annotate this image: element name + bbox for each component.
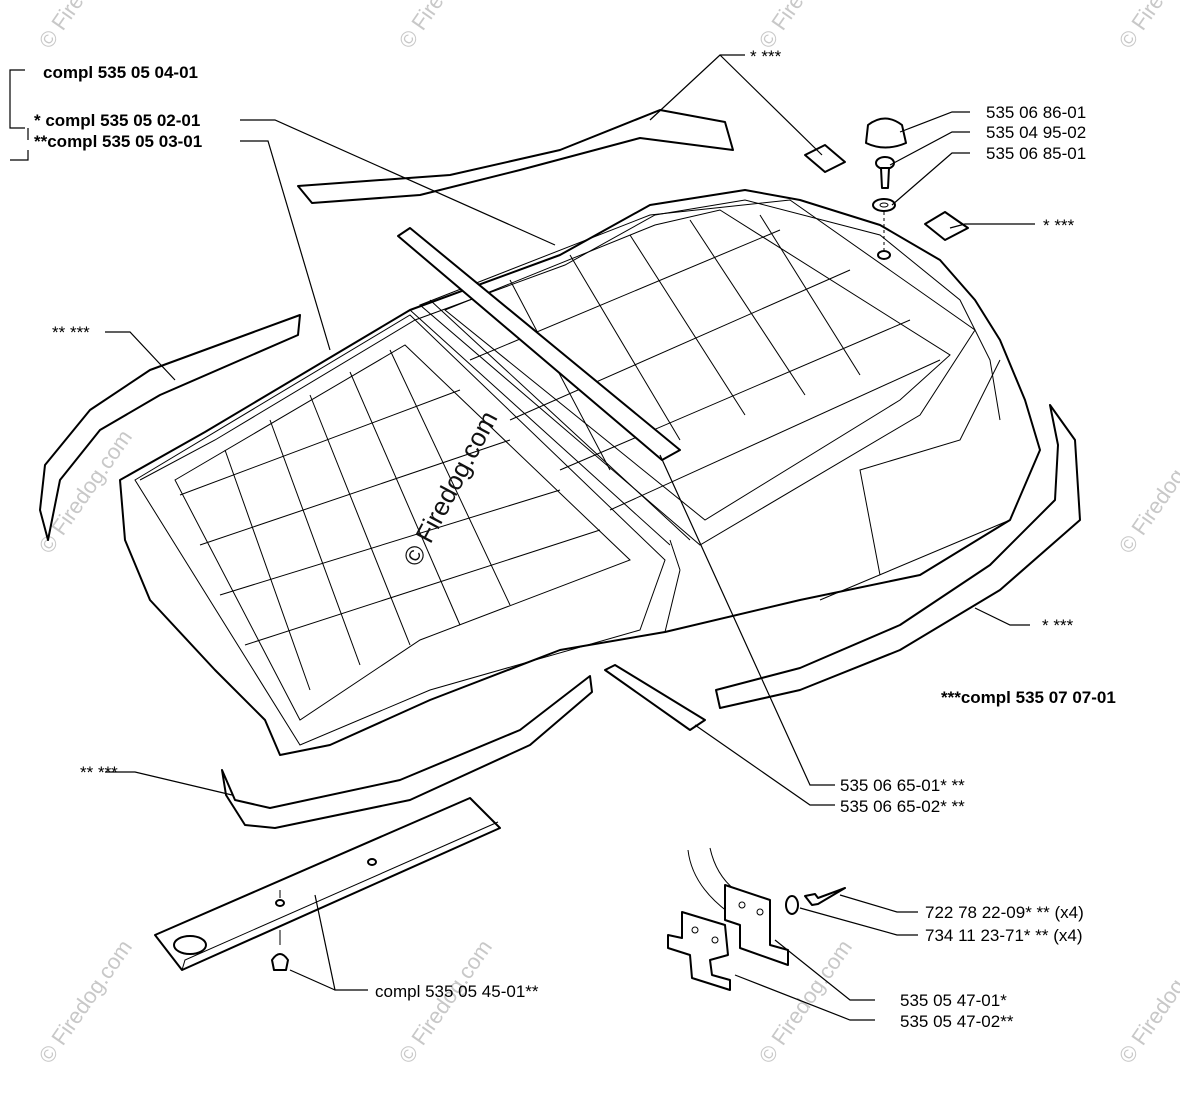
trim-strip-left-upper: [39, 314, 301, 541]
label-compl-535-05-03-01: **compl 535 05 03-01: [34, 132, 202, 151]
knob-assembly: [865, 117, 907, 260]
watermark: © Firedog.com: [34, 935, 137, 1068]
label-ref-right-mid: * ***: [1042, 616, 1074, 635]
label-734-11-23-71: 734 11 23-71* ** (x4): [925, 926, 1083, 945]
bracket-front: [724, 884, 789, 966]
knob-washer: [872, 198, 896, 212]
knob-bolt-shank: [880, 167, 890, 189]
seat-shell: [119, 189, 1041, 756]
leader-lines: [9, 54, 1035, 1021]
knob-hole: [877, 250, 891, 260]
label-ref-left-upper: ** ***: [52, 323, 90, 342]
label-535-06-65-01: 535 06 65-01* **: [840, 776, 965, 795]
trim-strips: [39, 109, 1081, 829]
watermark: © Firedog.com: [1114, 935, 1180, 1068]
label-compl-535-07-07-01: ***compl 535 07 07-01: [941, 688, 1116, 707]
center-strip: [397, 227, 681, 461]
watermark: © Firedog.com: [34, 0, 137, 53]
bracket-assembly: [667, 847, 846, 991]
watermark: © Firedog.com: [1114, 0, 1180, 53]
label-535-06-65-02: 535 06 65-02* **: [840, 797, 965, 816]
trim-strip-small: [604, 664, 706, 731]
left-cushion-outline: [134, 314, 666, 746]
bracket-seat-edge-2: [709, 847, 736, 891]
label-535-05-47-01: 535 05 47-01*: [900, 991, 1007, 1010]
label-compl-535-05-45-01: compl 535 05 45-01**: [375, 982, 539, 1001]
label-722-78-22-09: 722 78 22-09* ** (x4): [925, 903, 1084, 922]
label-535-04-95-02: 535 04 95-02: [986, 123, 1086, 142]
sticker-square-top: [804, 144, 846, 173]
center-seam: [409, 299, 691, 546]
left-cushion-grid: [179, 349, 601, 691]
watermark: © Firedog.com: [394, 0, 497, 53]
right-cushion-outline: [419, 199, 976, 546]
plate-hole: [367, 858, 377, 866]
bracket-back: [667, 911, 731, 991]
seat-base-edge: [664, 359, 1011, 633]
labels: compl 535 05 04-01 * compl 535 05 02-01 …: [34, 47, 1116, 1031]
watermark: © Firedog.com: [1114, 425, 1180, 558]
plate-pin: [271, 953, 289, 971]
watermark: © Firedog.com: [394, 935, 497, 1068]
seat-body: [119, 189, 1041, 756]
label-compl-535-05-02-01: * compl 535 05 02-01: [34, 111, 200, 130]
sticker-square-right: [924, 211, 969, 241]
washer: [785, 895, 799, 915]
label-535-06-86-01: 535 06 86-01: [986, 103, 1086, 122]
plate-body: [154, 797, 501, 971]
watermark: © Firedog.com: [754, 0, 857, 53]
mounting-plate: [154, 797, 501, 971]
right-cushion-panel: [444, 209, 951, 521]
label-535-05-47-02: 535 05 47-02**: [900, 1012, 1014, 1031]
rivet: [804, 887, 846, 906]
trim-strip-top: [297, 109, 734, 204]
label-compl-535-05-04-01: compl 535 05 04-01: [43, 63, 198, 82]
trim-strip-right: [715, 404, 1081, 709]
left-cushion-panel: [174, 344, 631, 721]
knob-cap: [865, 117, 907, 149]
label-ref-top-right: * ***: [1043, 216, 1075, 235]
label-ref-left-lower: ** ***: [80, 763, 118, 782]
label-ref-top-center: * ***: [750, 47, 782, 66]
plate-hole-2: [275, 899, 285, 907]
trim-strip-left-lower: [221, 675, 593, 829]
bracket-seat-edge: [687, 849, 729, 913]
plate-large-hole: [173, 935, 207, 955]
label-535-06-85-01: 535 06 85-01: [986, 144, 1086, 163]
